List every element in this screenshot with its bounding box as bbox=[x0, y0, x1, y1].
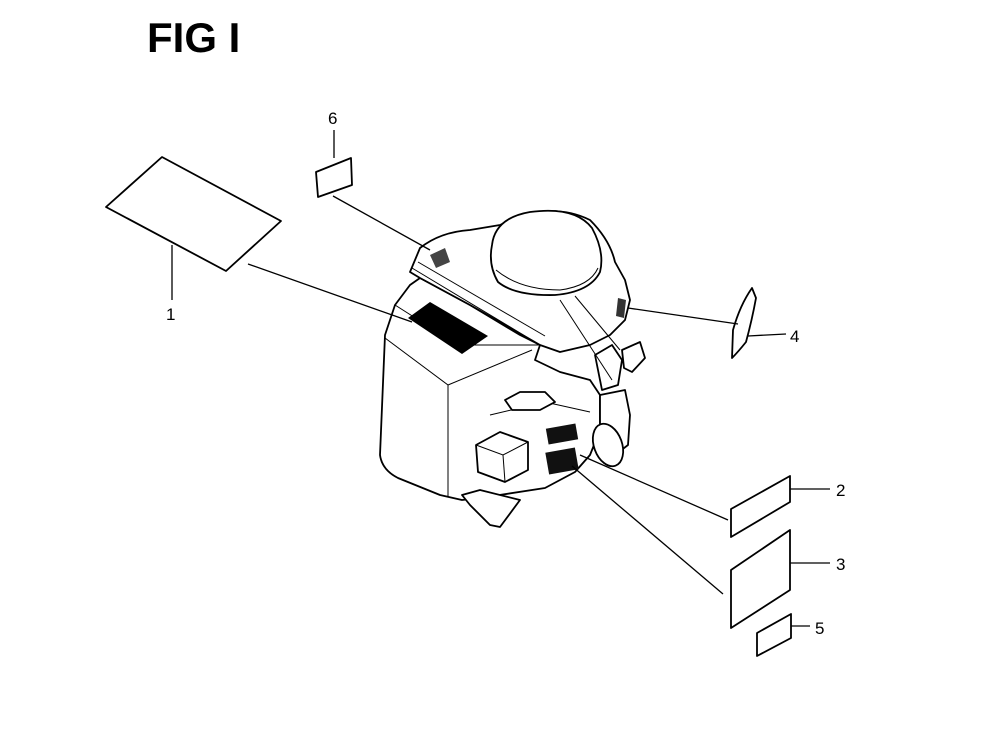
part-4-label bbox=[627, 287, 787, 359]
callout-6: 6 bbox=[328, 109, 337, 128]
part-1-label-sheet bbox=[105, 156, 413, 323]
part-3-label bbox=[571, 465, 830, 629]
callout-5: 5 bbox=[815, 619, 824, 638]
part-6-label bbox=[315, 130, 431, 251]
figure-title: FIG I bbox=[147, 14, 241, 61]
callout-4: 4 bbox=[790, 327, 799, 346]
part-5-label bbox=[756, 613, 810, 657]
callout-1: 1 bbox=[166, 305, 175, 324]
part-2-label bbox=[579, 454, 830, 538]
engine-illustration bbox=[379, 209, 646, 528]
callout-3: 3 bbox=[836, 555, 845, 574]
callout-2: 2 bbox=[836, 481, 845, 500]
